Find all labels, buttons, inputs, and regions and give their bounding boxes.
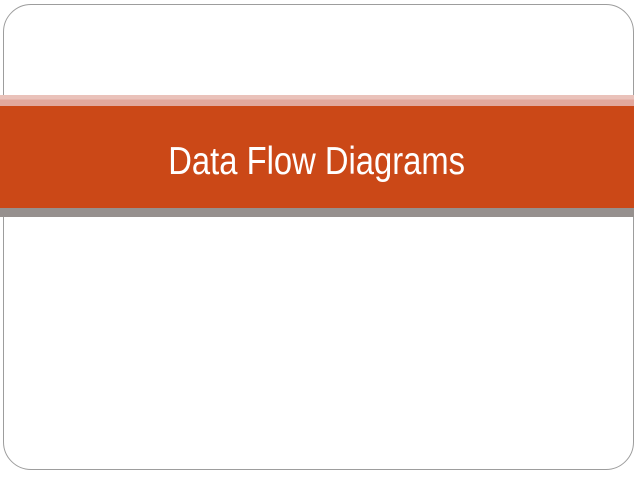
- accent-stripe-bottom: [0, 208, 634, 217]
- slide-title: Data Flow Diagrams: [168, 140, 466, 183]
- accent-stripe-top: [0, 95, 634, 106]
- slide-canvas: Data Flow Diagrams: [0, 4, 634, 470]
- title-band: Data Flow Diagrams: [0, 106, 634, 208]
